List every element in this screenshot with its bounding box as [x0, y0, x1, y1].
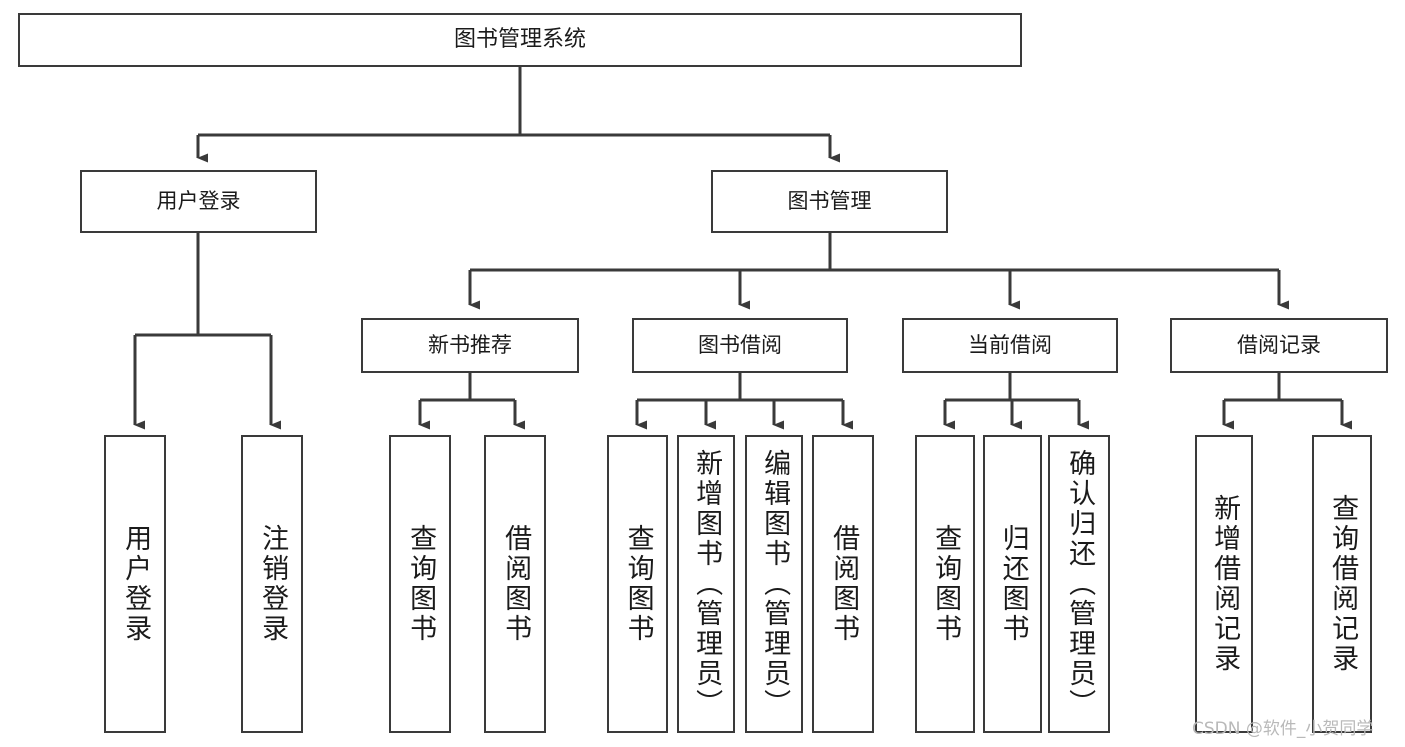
node-label: 借阅记录 — [1237, 332, 1321, 357]
node-label: 图书借阅 — [698, 332, 782, 357]
leaf-recommend-borrow-book[interactable]: 借阅图书 — [484, 435, 546, 733]
node-label: 新增图书（管理员） — [691, 449, 723, 719]
leaf-borrow-add-book-admin[interactable]: 新增图书（管理员） — [677, 435, 735, 733]
node-label: 查询图书 — [622, 524, 654, 644]
leaf-current-confirm-return-admin[interactable]: 确认归还（管理员） — [1048, 435, 1110, 733]
node-label: 用户登录 — [120, 524, 152, 644]
node-label: 当前借阅 — [968, 332, 1052, 357]
node-label: 借阅图书 — [828, 524, 860, 644]
node-label: 查询图书 — [930, 524, 962, 644]
node-book-management[interactable]: 图书管理 — [711, 170, 948, 233]
node-label: 确认归还（管理员） — [1064, 449, 1096, 719]
leaf-record-query-record[interactable]: 查询借阅记录 — [1312, 435, 1372, 733]
node-label: 查询借阅记录 — [1327, 494, 1359, 674]
leaf-current-query-book[interactable]: 查询图书 — [915, 435, 975, 733]
node-label: 图书管理系统 — [453, 26, 586, 52]
leaf-record-add-record[interactable]: 新增借阅记录 — [1195, 435, 1253, 733]
node-root-system[interactable]: 图书管理系统 — [18, 13, 1022, 67]
leaf-user-login[interactable]: 用户登录 — [104, 435, 166, 733]
node-new-book-recommend[interactable]: 新书推荐 — [361, 318, 579, 373]
node-label: 归还图书 — [997, 524, 1029, 644]
node-label: 编辑图书（管理员） — [759, 449, 791, 719]
node-current-borrow[interactable]: 当前借阅 — [902, 318, 1118, 373]
node-label: 新书推荐 — [428, 332, 512, 357]
node-borrow-record[interactable]: 借阅记录 — [1170, 318, 1388, 373]
leaf-borrow-edit-book-admin[interactable]: 编辑图书（管理员） — [745, 435, 803, 733]
leaf-current-return-book[interactable]: 归还图书 — [983, 435, 1042, 733]
watermark: CSDN @软件_小贺同学 — [1192, 719, 1374, 739]
leaf-borrow-query-book[interactable]: 查询图书 — [607, 435, 668, 733]
node-label: 新增借阅记录 — [1209, 494, 1241, 674]
leaf-borrow-borrow-book[interactable]: 借阅图书 — [812, 435, 874, 733]
node-book-borrow[interactable]: 图书借阅 — [632, 318, 848, 373]
node-label: 借阅图书 — [500, 524, 532, 644]
node-label: 注销登录 — [257, 524, 289, 644]
node-label: 图书管理 — [787, 188, 872, 213]
node-user-login[interactable]: 用户登录 — [80, 170, 317, 233]
node-label: 查询图书 — [405, 524, 437, 644]
node-label: 用户登录 — [156, 188, 241, 213]
leaf-logout[interactable]: 注销登录 — [241, 435, 303, 733]
leaf-recommend-query-book[interactable]: 查询图书 — [389, 435, 451, 733]
